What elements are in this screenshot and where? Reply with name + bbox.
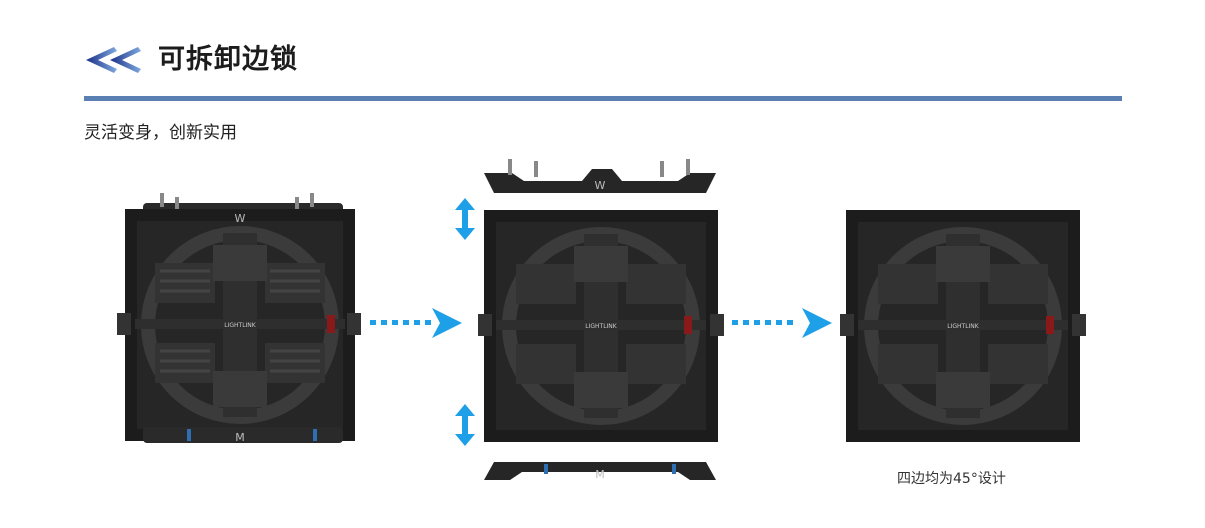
vertical-double-arrow-icon [455,198,475,240]
brand-label: LIGHTLINK [585,323,618,330]
led-cabinet-with-edge-locks: W M LIGHTLINK [117,193,361,444]
brand-label: LIGHTLINK [224,322,257,329]
led-cabinet-bare: LIGHTLINK [840,210,1086,442]
logo-top: W [595,179,606,192]
detached-bottom-lock: M [484,462,716,481]
double-chevron-left-icon [86,47,141,73]
logo-top: W [235,212,246,225]
dotted-arrow-right-icon [370,308,462,338]
vertical-double-arrow-icon [455,404,475,446]
led-cabinet-body: LIGHTLINK [478,210,724,442]
page-title: 可拆卸边锁 [158,44,298,75]
caption-45-degree: 四边均为45°设计 [897,471,1006,487]
dotted-arrow-right-icon [732,308,832,338]
subtitle: 灵活变身，创新实用 [84,123,237,143]
header-divider [84,96,1122,101]
logo-bottom: M [235,431,245,444]
logo-bottom: M [595,468,605,481]
brand-label: LIGHTLINK [947,323,980,330]
detached-top-lock: W [484,159,716,193]
